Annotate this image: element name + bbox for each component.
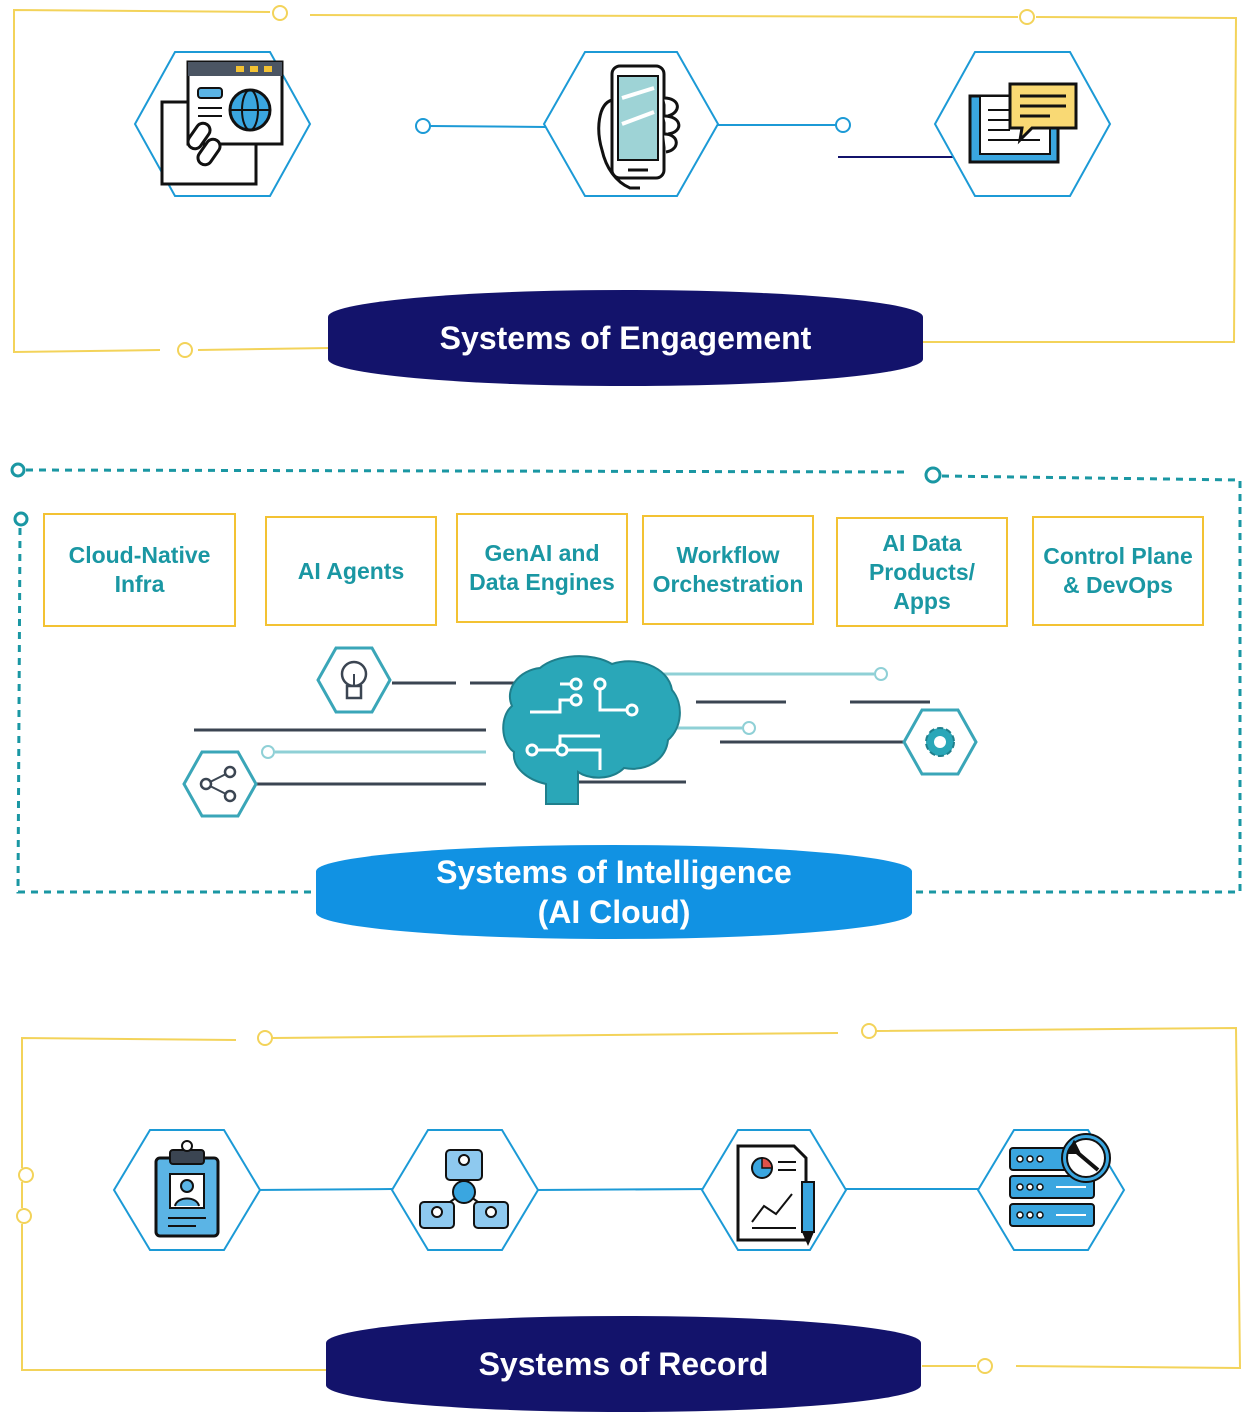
intelligence-title: Systems of Intelligence (AI Cloud) xyxy=(436,854,792,930)
id-clipboard-icon xyxy=(112,1129,262,1251)
card-label: Cloud-Native Infra xyxy=(68,542,211,597)
card-cloud-native-infra: Cloud-Native Infra xyxy=(43,513,236,627)
intelligence-frame-nodes xyxy=(10,462,942,527)
record-title-banner: Systems of Record xyxy=(326,1316,921,1412)
card-label: AI Data Products/ Apps xyxy=(868,529,976,614)
card-genai-data-engines: GenAI and Data Engines xyxy=(456,513,628,623)
record-connectors xyxy=(234,1180,978,1198)
card-workflow-orchestration: Workflow Orchestration xyxy=(642,515,814,625)
intelligence-title-banner: Systems of Intelligence (AI Cloud) xyxy=(316,845,912,939)
engagement-frame xyxy=(13,5,1238,358)
lightbulb-icon xyxy=(316,646,392,714)
server-settings-icon xyxy=(976,1129,1126,1251)
record-frame xyxy=(16,1023,1242,1374)
card-control-plane-devops: Control Plane & DevOps xyxy=(1032,516,1204,626)
engagement-title: Systems of Engagement xyxy=(439,320,812,356)
smartphone-icon xyxy=(542,51,720,197)
card-ai-agents: AI Agents xyxy=(265,516,437,626)
card-label: Control Plane & DevOps xyxy=(1043,543,1193,598)
record-title: Systems of Record xyxy=(478,1346,769,1382)
chat-document-icon xyxy=(933,51,1112,197)
brain-circuit-icon xyxy=(502,655,681,805)
team-network-icon xyxy=(390,1129,540,1251)
engagement-title-banner: Systems of Engagement xyxy=(328,290,923,386)
gear-icon xyxy=(902,708,978,776)
intelligence-frame xyxy=(16,468,1242,894)
card-label: AI Agents xyxy=(297,557,405,584)
share-icon xyxy=(182,750,258,818)
card-label: GenAI and Data Engines xyxy=(469,540,615,595)
web-link-icon xyxy=(133,51,312,197)
card-ai-data-products: AI Data Products/ Apps xyxy=(836,517,1008,627)
card-label: Workflow Orchestration xyxy=(652,542,804,597)
report-chart-icon xyxy=(700,1129,848,1251)
